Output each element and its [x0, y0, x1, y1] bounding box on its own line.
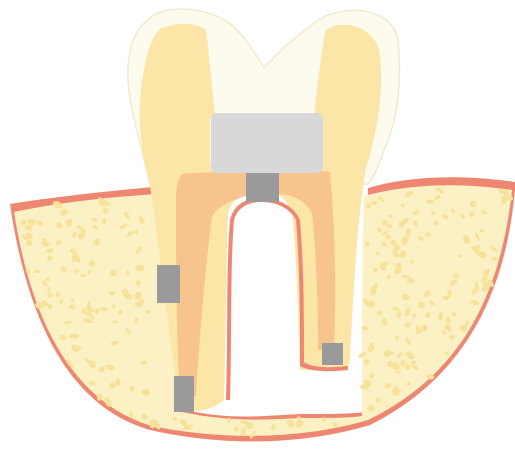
bone-speckle: [241, 427, 246, 436]
bone-speckle: [89, 261, 95, 267]
canal-post-bottom-left: [174, 376, 194, 412]
canal-post-left: [157, 265, 180, 303]
bone-speckle: [135, 265, 145, 272]
canal-post-bottom-right: [322, 343, 343, 365]
crown-filling: [211, 113, 323, 173]
canal-post-top: [246, 173, 279, 202]
